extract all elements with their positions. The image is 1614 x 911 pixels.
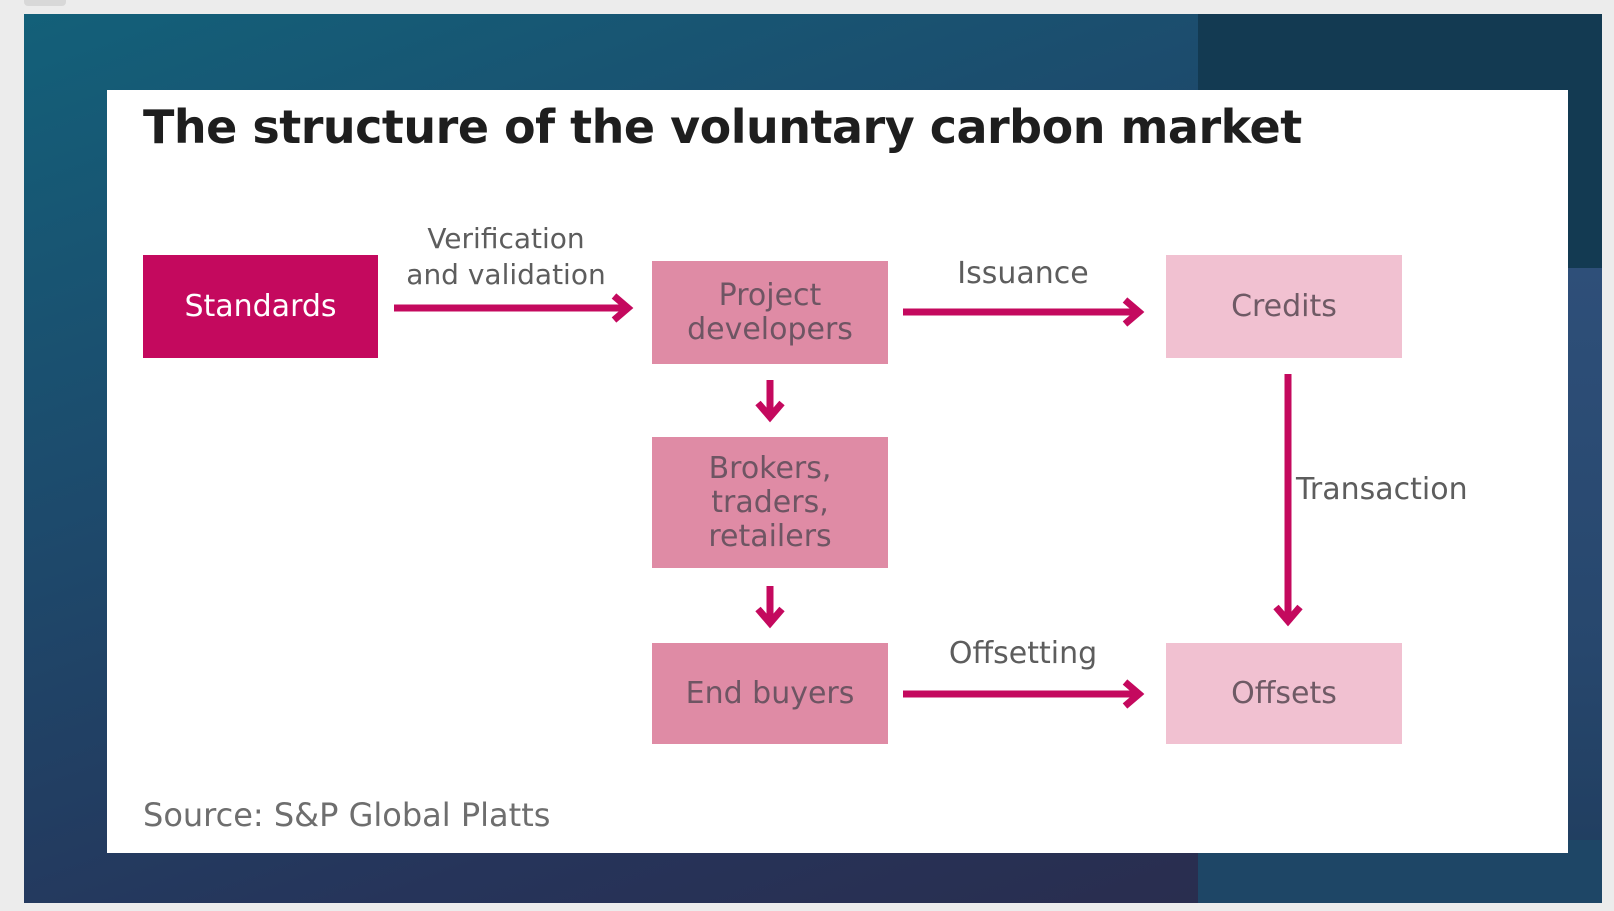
edge-label-verification: Verification and validation [406, 222, 606, 291]
arrow-layer [394, 293, 1303, 709]
arrow-end-buyers-to-offsets [903, 679, 1145, 709]
video-frame: The structure of the voluntary carbon ma… [24, 14, 1602, 903]
node-standards: Standards [143, 255, 378, 358]
diagram-slide: The structure of the voluntary carbon ma… [107, 90, 1568, 853]
edge-label-transaction: Transaction [1296, 472, 1468, 507]
arrow-developers-to-credits [903, 297, 1145, 327]
arrow-credits-to-offsets [1273, 374, 1303, 627]
arrow-developers-to-brokers [755, 380, 785, 423]
arrow-brokers-to-end-buyers [755, 586, 785, 629]
edge-label-offsetting: Offsetting [948, 636, 1098, 671]
node-project-developers: Project developers [652, 261, 888, 364]
source-caption: Source: S&P Global Platts [143, 796, 551, 834]
browser-tab [24, 0, 66, 6]
diagram-title: The structure of the voluntary carbon ma… [143, 100, 1302, 154]
edge-label-issuance: Issuance [957, 256, 1089, 291]
node-credits: Credits [1166, 255, 1402, 358]
node-offsets: Offsets [1166, 643, 1402, 744]
node-end-buyers: End buyers [652, 643, 888, 744]
arrow-standards-to-developers [394, 293, 634, 323]
node-brokers-traders-retailers: Brokers, traders, retailers [652, 437, 888, 568]
